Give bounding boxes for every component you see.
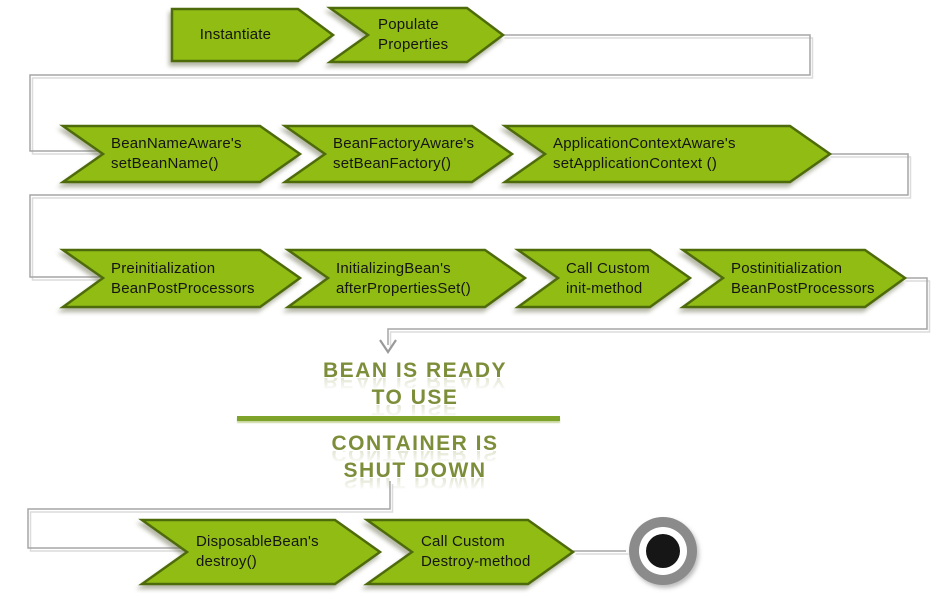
step-label: Preinitialization BeanPostProcessors [111,259,255,297]
chevron-arrow-shape [138,518,383,586]
terminal-state-icon [629,517,697,585]
step-label: InitializingBean's afterPropertiesSet() [336,259,471,297]
step-postinitialization-bpp: Postinitialization BeanPostProcessors [679,248,908,309]
heading-line: TO USE TO USE [250,384,580,419]
chevron-arrow-shape [363,518,576,586]
text-reflection: SHUT DOWN [343,478,487,492]
step-label: BeanNameAware's setBeanName() [111,135,242,172]
heading-line: SHUT DOWN SHUT DOWN [250,457,580,492]
step-call-custom-init: Call Custom init-method [514,248,693,309]
step-label: BeanFactoryAware's setBeanFactory() [333,135,475,172]
step-instantiate: Instantiate [170,7,336,63]
step-label: Postinitialization BeanPostProcessors [731,259,875,297]
chevron-arrow-shape [326,6,506,64]
chevron-arrow-shape [281,124,515,184]
chevron-arrow-shape [59,124,303,184]
chevron-arrow-shape [59,248,303,309]
wire-shutdown-to-row4 [27,481,391,549]
step-label: Call Custom init-method [566,259,650,297]
wire-row1-to-row2 [29,34,811,152]
heading-container-shutdown: CONTAINER IS CONTAINER IS SHUT DOWN SHUT… [250,430,580,492]
wire-row3-to-ready [387,277,928,345]
step-preinitialization-bpp: Preinitialization BeanPostProcessors [59,248,303,309]
heading-bean-ready: BEAN IS READY BEAN IS READY TO USE TO US… [250,357,580,419]
chevron-arrow-shape [514,248,693,309]
step-populate-properties: Populate Properties [326,6,506,64]
lifecycle-divider [237,416,560,421]
step-label: Populate Properties [378,16,449,53]
step-disposable-bean: DisposableBean's destroy() [138,518,383,586]
pentagon-arrow-shape [170,7,336,63]
step-label: Call Custom Destroy-method [421,533,531,570]
chevron-arrow-shape [679,248,908,309]
step-initializing-bean: InitializingBean's afterPropertiesSet() [284,248,528,309]
step-label: DisposableBean's destroy() [196,533,319,570]
down-arrowhead-icon [379,339,397,354]
step-label: ApplicationContextAware's setApplication… [553,135,736,172]
connector-lines [27,34,928,552]
chevron-arrow-shape [284,248,528,309]
wire-row2-to-row3 [29,153,909,278]
heading-line: BEAN IS READY BEAN IS READY [250,357,580,392]
step-application-context-aware: ApplicationContextAware's setApplication… [501,124,833,184]
step-call-custom-destroy: Call Custom Destroy-method [363,518,576,586]
chevron-arrow-shape [501,124,833,184]
heading-line: CONTAINER IS CONTAINER IS [250,430,580,465]
step-bean-name-aware: BeanNameAware's setBeanName() [59,124,303,184]
step-label: Instantiate [199,26,272,43]
step-bean-factory-aware: BeanFactoryAware's setBeanFactory() [281,124,515,184]
connector-shadows [29,37,931,555]
